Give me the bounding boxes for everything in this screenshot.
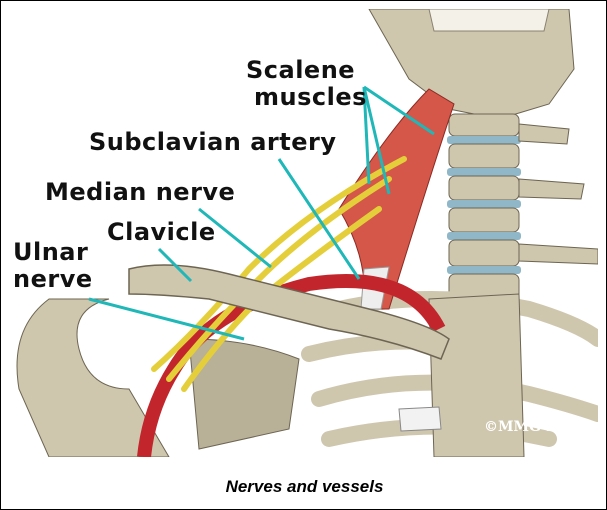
cervical-spine	[447, 114, 521, 304]
label-subclavian-artery: Subclavian artery	[89, 129, 336, 155]
costal-cartilage	[399, 407, 441, 431]
transverse-processes	[519, 124, 598, 264]
teeth	[429, 9, 549, 31]
copyright-notice: ©MMG 2001	[484, 419, 585, 435]
label-ulnar-line2: nerve	[13, 266, 93, 292]
label-clavicle: Clavicle	[107, 219, 216, 245]
label-ulnar-line1: Ulnar	[13, 239, 88, 265]
label-scalene-line1: Scalene	[246, 57, 355, 83]
label-scalene-line2: muscles	[254, 84, 367, 110]
figure-caption: Nerves and vessels	[1, 477, 607, 497]
anatomy-illustration: Scalene muscles Subclavian artery Median…	[9, 9, 598, 457]
label-median-nerve: Median nerve	[45, 179, 235, 205]
